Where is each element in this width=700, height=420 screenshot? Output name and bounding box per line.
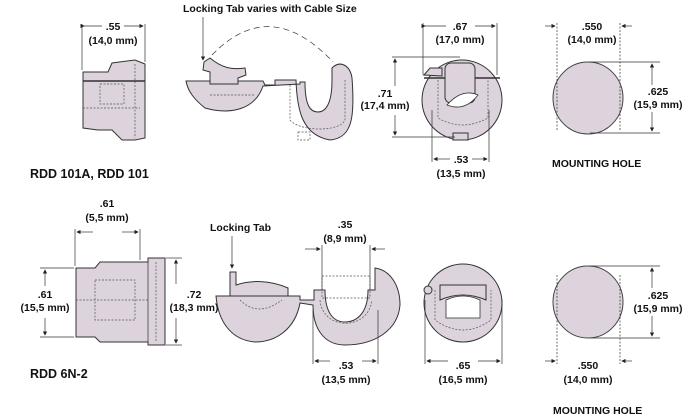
dimension-text: (16,5 mm) [438, 374, 487, 386]
mounting-hole-top: .550 (14,0 mm) .625 (15,9 mm) MOUNTING H… [545, 21, 683, 170]
dimension-text: .53 [454, 154, 469, 166]
mounting-hole-bottom: .550 (14,0 mm) .625 (15,9 mm) MOUNTING H… [545, 265, 683, 417]
rdd101-front-view [421, 59, 503, 141]
mounting-hole-label: MOUNTING HOLE [552, 158, 641, 170]
dimension-text: .61 [100, 198, 115, 210]
dimension-text: (18,3 mm) [169, 302, 218, 314]
dim-6n2-side-height-left: .61 (15,5 mm) [20, 267, 74, 338]
rdd6n2-front-view [423, 263, 503, 343]
dimension-text: (15,9 mm) [633, 99, 682, 111]
dim-front-height: .71 (17,4 mm) [360, 56, 460, 138]
dimension-text: (5,5 mm) [85, 212, 128, 224]
rdd101-open-view [185, 26, 354, 141]
dim-6n2-open-bottom: .53 (13,5 mm) [312, 310, 379, 386]
dimension-text: .55 [106, 21, 121, 33]
dim-side-width: .55 (14,0 mm) [80, 21, 146, 70]
locking-tab-callout: Locking Tab varies with Cable Size [183, 3, 357, 15]
dimension-text: .67 [453, 21, 468, 33]
dim-6n2-side-width: .61 (5,5 mm) [74, 198, 141, 266]
dimension-text: (13,5 mm) [321, 374, 370, 386]
dimension-text: .65 [456, 360, 471, 372]
model-label-rdd6n2: RDD 6N-2 [30, 367, 88, 381]
dimension-text: (14,0 mm) [88, 35, 137, 47]
rdd101-side-view [82, 59, 146, 141]
dim-front-width: .67 (17,0 mm) [421, 21, 498, 75]
rdd6n2-open-view [215, 267, 401, 346]
dimension-text: .550 [582, 21, 603, 33]
model-label-rdd101: RDD 101A, RDD 101 [30, 167, 149, 181]
dimension-text: (17,4 mm) [360, 100, 409, 112]
dimension-text: .53 [339, 360, 354, 372]
dim-6n2-front-width: .65 (16,5 mm) [424, 300, 503, 386]
dimension-text: .72 [187, 289, 202, 301]
dimension-text: .71 [378, 88, 393, 100]
dimension-text: (8,9 mm) [323, 233, 366, 245]
mounting-hole-label-6n2: MOUNTING HOLE [553, 405, 642, 417]
dimension-text: .550 [578, 360, 599, 372]
dimension-text: (15,9 mm) [633, 303, 682, 315]
dim-6n2-open-gap: .35 (8,9 mm) [305, 219, 385, 290]
dimension-text: .625 [648, 86, 669, 98]
dimension-text: (14,0 mm) [567, 34, 616, 46]
dim-6n2-side-height-right: .72 (18,3 mm) [166, 257, 219, 346]
dimension-text: (15,5 mm) [20, 302, 69, 314]
dim-front-bottom: .53 (13,5 mm) [431, 110, 490, 180]
dimension-text: .61 [38, 289, 53, 301]
dimension-text: (14,0 mm) [563, 374, 612, 386]
dimension-text: .35 [338, 219, 353, 231]
dimension-text: (17,0 mm) [435, 34, 484, 46]
rdd6n2-side-view [75, 257, 166, 346]
dimension-text: (13,5 mm) [436, 168, 485, 180]
dimension-text: .625 [648, 290, 669, 302]
locking-tab-callout-6n2: Locking Tab [210, 222, 271, 234]
